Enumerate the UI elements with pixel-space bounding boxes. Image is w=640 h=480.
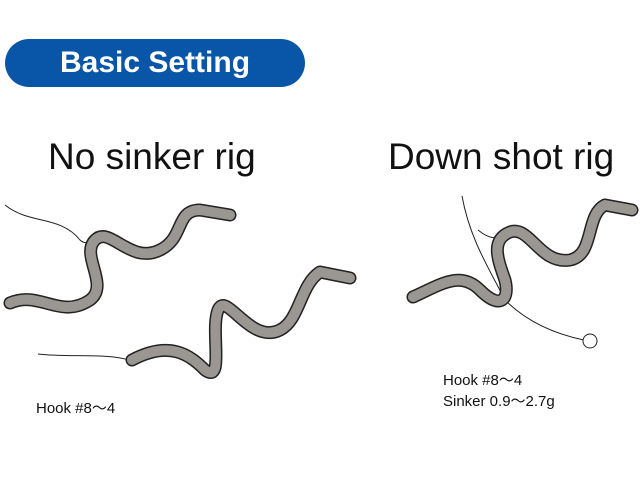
fishing-line: [37, 353, 136, 363]
worm: [5, 205, 235, 313]
sinker-icon: [582, 333, 598, 349]
down-shot-hook-label: Hook #8〜4: [443, 372, 523, 389]
down-shot-sinker-label: Sinker 0.9〜2.7g: [443, 393, 555, 410]
down-shot-rig-title: Down shot rig: [388, 136, 615, 177]
no-sinker-rig-title: No sinker rig: [48, 136, 256, 177]
worm: [408, 200, 637, 306]
worm-outline: [3, 203, 237, 314]
basic-setting-badge: Basic Setting: [5, 39, 305, 87]
no-sinker-hook-label: Hook #8〜4: [36, 400, 116, 417]
worm: [127, 267, 355, 378]
fishing-line: [461, 195, 585, 341]
fishing-line: [4, 204, 97, 244]
